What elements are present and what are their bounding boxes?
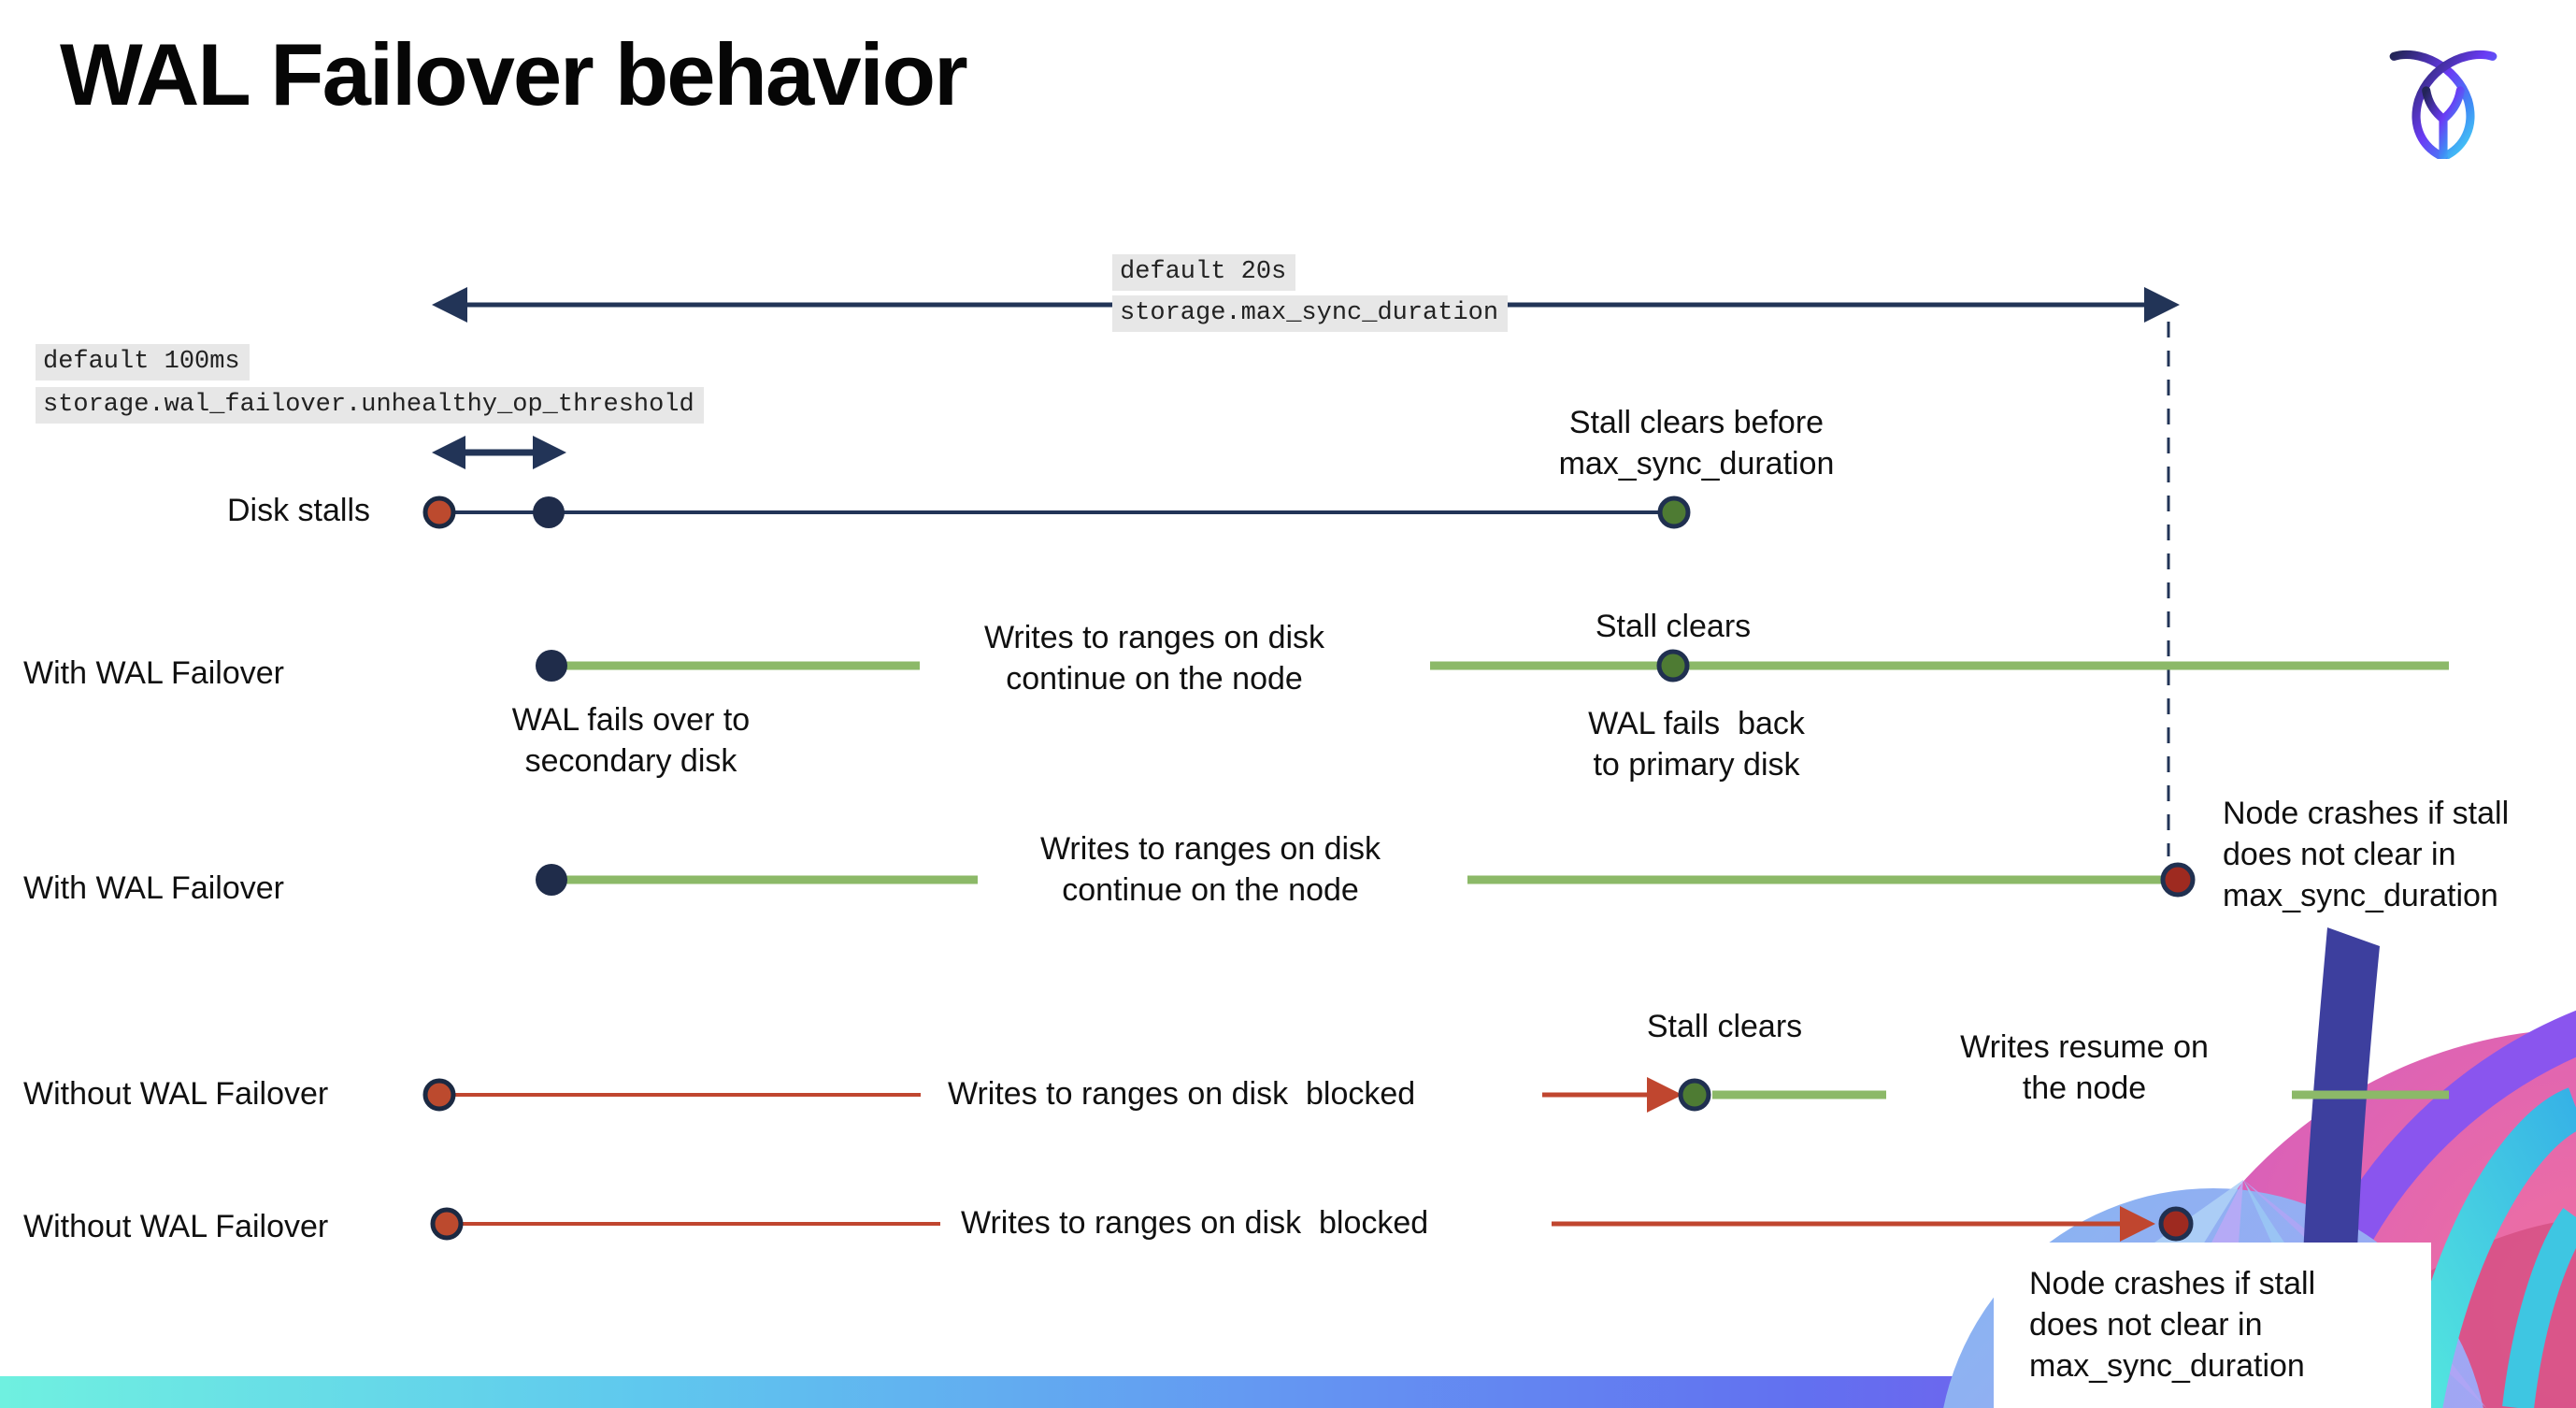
row-label-without-wal-failover-2: Without WAL Failover	[23, 1209, 329, 1244]
threshold-dot	[533, 496, 565, 528]
annotation-stall-clears-row4: Stall clears	[1646, 1009, 1803, 1044]
timeline-row-disk-stalls	[422, 496, 1691, 529]
unhealthy-op-threshold-arrow	[432, 436, 566, 469]
node-crashes-note-box: Node crashes if stall does not clear in …	[1994, 1243, 2431, 1408]
stall-start-dot	[422, 496, 456, 529]
stall-clears-dot	[1678, 1078, 1711, 1112]
annotation-node-crashes-row5: Node crashes if stall does not clear in …	[2029, 1266, 2316, 1384]
arrowhead-right	[2144, 287, 2180, 323]
stall-clears-dot	[1656, 649, 1690, 682]
timeline-row-failover-crash	[536, 862, 2196, 898]
annotation-node-crashes-row3: Node crashes if stall does not clear in …	[2223, 796, 2510, 913]
max-sync-setting-name: storage.max_sync_duration	[1112, 295, 1509, 332]
annotation-writes-continue-row2: Writes to ranges on disk continue on the…	[983, 620, 1325, 697]
timeline-row-failover-clears	[536, 649, 2449, 682]
annotation-writes-blocked-row4: Writes to ranges on disk blocked	[948, 1076, 1416, 1112]
arrowhead-left	[432, 287, 467, 323]
page-title: WAL Failover behavior	[60, 25, 968, 123]
row-label-with-wal-failover-2: With WAL Failover	[23, 870, 284, 906]
stall-start-dot	[422, 1078, 456, 1112]
row-label-without-wal-failover-1: Without WAL Failover	[23, 1076, 329, 1112]
cockroachdb-logo-icon	[2389, 50, 2497, 159]
annotation-writes-resume: Writes resume on the node	[1960, 1029, 2209, 1106]
annotation-stall-clears-before: Stall clears before max_sync_duration	[1558, 405, 1835, 481]
threshold-default-label: default 100ms	[36, 344, 250, 381]
node-crash-dot	[2160, 862, 2196, 898]
arrowhead-right	[1647, 1077, 1682, 1113]
annotation-writes-continue-row3: Writes to ranges on disk continue on the…	[1039, 831, 1381, 908]
timeline-row-no-failover-clears	[422, 1077, 2449, 1113]
max-sync-default-label: default 20s	[1112, 254, 1296, 291]
stall-start-dot	[430, 1207, 464, 1241]
annotation-writes-blocked-row5: Writes to ranges on disk blocked	[961, 1205, 1429, 1241]
row-label-with-wal-failover-1: With WAL Failover	[23, 655, 284, 691]
stall-clears-dot	[1657, 496, 1691, 529]
failover-dot	[536, 650, 567, 682]
annotation-wal-fails-back: WAL fails back to primary disk	[1588, 706, 1805, 783]
row-label-disk-stalls: Disk stalls	[227, 493, 371, 528]
node-crash-dot	[2158, 1206, 2194, 1242]
arrowhead-left	[432, 436, 465, 469]
annotation-wal-fails-over: WAL fails over to secondary disk	[511, 702, 751, 779]
annotation-stall-clears-row2: Stall clears	[1595, 609, 1752, 644]
failover-dot	[536, 864, 567, 896]
timeline-row-no-failover-crash	[430, 1206, 2194, 1242]
threshold-setting-name: storage.wal_failover.unhealthy_op_thresh…	[36, 387, 704, 424]
arrowhead-right	[2120, 1206, 2155, 1242]
arrowhead-right	[533, 436, 566, 469]
